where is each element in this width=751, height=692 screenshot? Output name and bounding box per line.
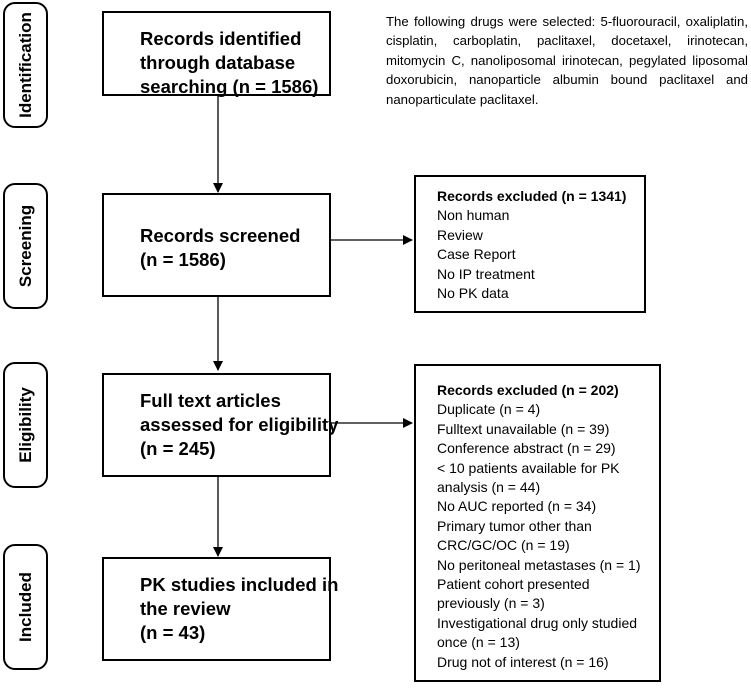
stage-screening-label: Screening (15, 204, 35, 288)
list-item: No AUC reported (n = 34) (437, 498, 597, 515)
excluded-eligibility-title: Records excluded (n = 202) (437, 382, 619, 398)
list-item: Fulltext unavailable (n = 39) (437, 420, 610, 437)
list-item: Conference abstract (n = 29) (437, 440, 616, 457)
records-screened-text: Records screened (n = 1586) (140, 225, 301, 270)
stage-identification-label: Identification (15, 12, 35, 118)
fulltext-assessed-box: Full text articles assessed for eligibil… (102, 373, 338, 477)
fulltext-assessed-text: Full text articles assessed for eligibil… (140, 390, 339, 459)
excluded-screening-title: Records excluded (n = 1341) (437, 188, 627, 204)
studies-included-box: PK studies included in the review (n = 4… (102, 557, 338, 661)
stage-screening: Screening (3, 183, 48, 309)
studies-included-text: PK studies included in the review (n = 4… (140, 574, 339, 643)
list-item: Drug not of interest (n = 16) (437, 653, 609, 670)
list-item: Primary tumor other than (437, 517, 592, 534)
list-item: once (n = 13) (437, 634, 520, 651)
excluded-eligibility-list: Records excluded (n = 202) Duplicate (n … (437, 381, 641, 672)
records-identified-text: Records identified through database sear… (140, 28, 319, 97)
drug-selection-note: The following drugs were selected: 5-flu… (386, 14, 748, 107)
list-item: CRC/GC/OC (n = 19) (437, 537, 570, 554)
list-item: Review (437, 226, 483, 243)
stage-eligibility: Eligibility (3, 362, 48, 488)
list-item: Investigational drug only studied (437, 614, 638, 631)
list-item: No PK data (437, 285, 509, 302)
stage-identification: Identification (3, 2, 48, 128)
list-item: analysis (n = 44) (437, 479, 541, 496)
stage-eligibility-label: Eligibility (15, 387, 35, 463)
list-item: Non human (437, 207, 510, 224)
stage-included: Included (3, 544, 48, 670)
list-item: Case Report (437, 246, 516, 263)
list-item: previously (n = 3) (437, 595, 545, 612)
list-item: Duplicate (n = 4) (437, 401, 541, 418)
records-screened-box: Records screened (n = 1586) (102, 193, 331, 297)
list-item: No peritoneal metastases (n = 1) (437, 556, 641, 573)
stage-included-label: Included (15, 572, 35, 642)
list-item: Patient cohort presented (437, 576, 590, 593)
excluded-screening-box: Records excluded (n = 1341) Non human Re… (414, 175, 646, 313)
list-item: No IP treatment (437, 265, 535, 282)
records-identified-box: Records identified through database sear… (102, 11, 331, 97)
excluded-eligibility-box: Records excluded (n = 202) Duplicate (n … (414, 364, 661, 682)
list-item: < 10 patients available for PK (437, 459, 620, 476)
excluded-screening-list: Records excluded (n = 1341) Non human Re… (437, 187, 626, 303)
